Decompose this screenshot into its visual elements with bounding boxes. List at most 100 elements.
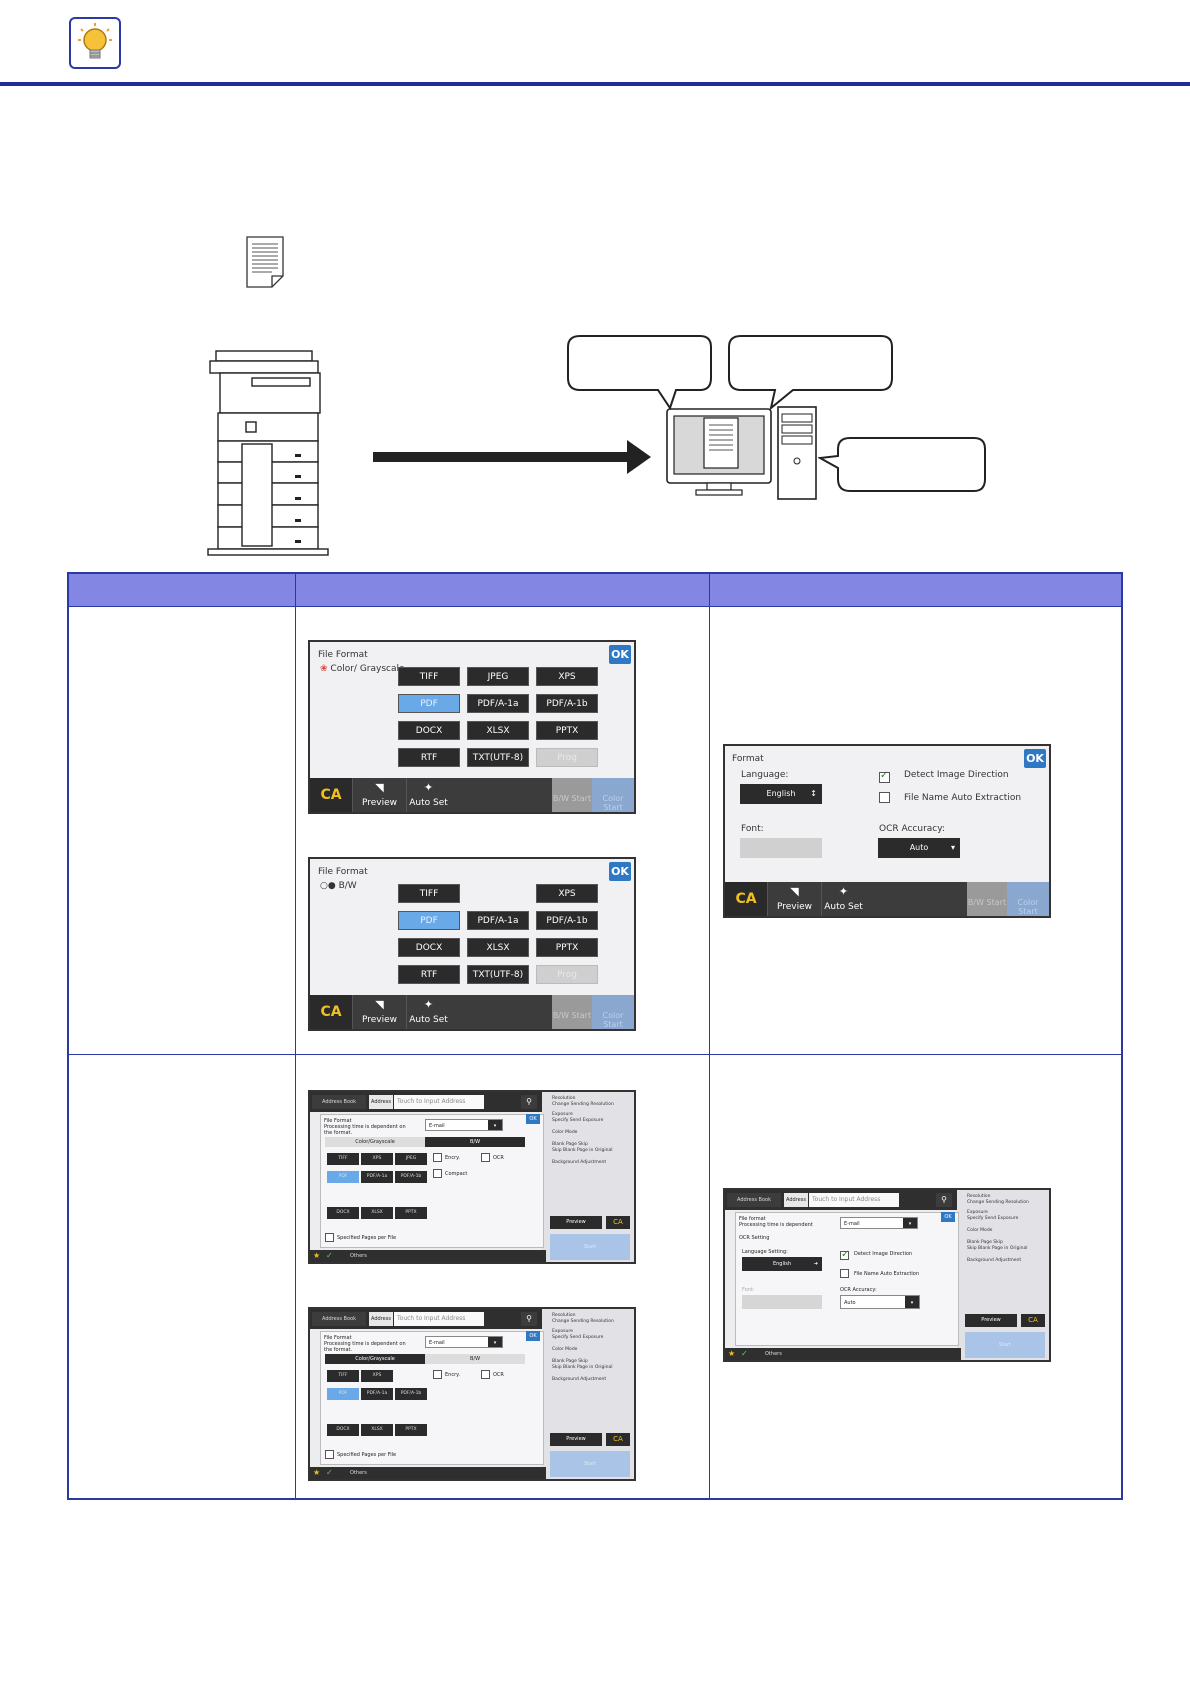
start-button[interactable]: Start bbox=[550, 1234, 630, 1260]
format-pdfa1b-button[interactable]: PDF/A-1b bbox=[536, 694, 598, 713]
ca-button[interactable]: CA bbox=[1021, 1314, 1045, 1327]
ocr-checkbox[interactable] bbox=[481, 1370, 490, 1379]
start-button[interactable]: Start bbox=[550, 1451, 630, 1477]
format-tiff-button[interactable]: TIFF bbox=[398, 667, 460, 686]
format-pptx-button[interactable]: PPTX bbox=[536, 938, 598, 957]
ok-button[interactable]: OK bbox=[1024, 749, 1046, 768]
ca-button[interactable]: CA bbox=[725, 882, 767, 916]
format-pdfa1b-button[interactable]: PDF/A-1b bbox=[536, 911, 598, 930]
preview-button[interactable]: ◥ Preview bbox=[767, 882, 821, 916]
check-icon[interactable]: ✓ bbox=[326, 1251, 333, 1260]
address-input[interactable]: Touch to Input Address bbox=[394, 1312, 484, 1326]
ca-button[interactable]: CA bbox=[606, 1433, 630, 1446]
check-icon[interactable]: ✓ bbox=[326, 1468, 333, 1477]
format-pdfa1a-button[interactable]: PDF/A-1a bbox=[467, 911, 529, 930]
color-start-button[interactable]: Color Start bbox=[592, 995, 634, 1029]
preview-button[interactable]: Preview bbox=[965, 1314, 1017, 1327]
encry-checkbox[interactable] bbox=[433, 1370, 442, 1379]
side-item[interactable]: Background Adjustment bbox=[967, 1258, 1022, 1263]
mini-format-pptx[interactable]: PPTX bbox=[395, 1424, 427, 1436]
format-xps-button[interactable]: XPS bbox=[536, 884, 598, 903]
mini-format-jpeg[interactable]: JPEG bbox=[395, 1153, 427, 1165]
others-button[interactable]: Others bbox=[350, 1253, 367, 1259]
preview-button[interactable]: Preview bbox=[550, 1433, 602, 1446]
mini-format-tiff[interactable]: TIFF bbox=[327, 1370, 359, 1382]
bw-start-button[interactable]: B/W Start bbox=[552, 995, 592, 1029]
bw-start-button[interactable]: B/W Start bbox=[552, 778, 592, 812]
side-item[interactable]: Color Mode bbox=[552, 1130, 578, 1135]
format-txt-button[interactable]: TXT(UTF-8) bbox=[467, 748, 529, 767]
format-xps-button[interactable]: XPS bbox=[536, 667, 598, 686]
ok-button[interactable]: OK bbox=[609, 645, 631, 664]
destination-select[interactable]: E-mail ▾ bbox=[840, 1217, 918, 1229]
language-select[interactable]: English ↕ bbox=[740, 784, 822, 804]
file-name-extraction-checkbox[interactable] bbox=[879, 792, 890, 803]
mini-format-pdf[interactable]: PDF bbox=[327, 1388, 359, 1400]
side-item[interactable]: Exposure bbox=[552, 1329, 573, 1334]
ok-button[interactable]: OK bbox=[526, 1331, 540, 1341]
side-item[interactable]: Resolution bbox=[552, 1313, 576, 1318]
format-pdf-button[interactable]: PDF bbox=[398, 911, 460, 930]
mini-format-tiff[interactable]: TIFF bbox=[327, 1153, 359, 1165]
format-rtf-button[interactable]: RTF bbox=[398, 748, 460, 767]
specified-pages-checkbox[interactable] bbox=[325, 1233, 334, 1242]
ok-button[interactable]: OK bbox=[609, 862, 631, 881]
preview-button[interactable]: ◥ Preview bbox=[352, 995, 406, 1029]
compact-checkbox[interactable] bbox=[433, 1169, 442, 1178]
destination-select[interactable]: E-mail ▾ bbox=[425, 1119, 503, 1131]
address-tab[interactable]: Address bbox=[369, 1095, 393, 1109]
ca-button[interactable]: CA bbox=[310, 778, 352, 812]
detect-direction-checkbox[interactable] bbox=[840, 1249, 849, 1260]
ca-button[interactable]: CA bbox=[606, 1216, 630, 1229]
format-docx-button[interactable]: DOCX bbox=[398, 938, 460, 957]
side-item[interactable]: Blank Page Skip bbox=[552, 1359, 588, 1364]
format-pdf-button[interactable]: PDF bbox=[398, 694, 460, 713]
side-item[interactable]: Blank Page Skip bbox=[552, 1142, 588, 1147]
search-icon[interactable]: ⚲ bbox=[521, 1312, 537, 1326]
color-start-button[interactable]: Color Start bbox=[1007, 882, 1049, 916]
language-select[interactable]: English ➜ bbox=[742, 1257, 822, 1271]
mini-format-docx[interactable]: DOCX bbox=[327, 1424, 359, 1436]
ocr-accuracy-select[interactable]: Auto ▾ bbox=[840, 1295, 920, 1309]
format-txt-button[interactable]: TXT(UTF-8) bbox=[467, 965, 529, 984]
tab-bw[interactable]: B/W bbox=[425, 1137, 525, 1147]
side-item[interactable]: Resolution bbox=[552, 1096, 576, 1101]
mini-format-xps[interactable]: XPS bbox=[361, 1153, 393, 1165]
others-button[interactable]: Others bbox=[765, 1351, 782, 1357]
side-item[interactable]: Color Mode bbox=[967, 1228, 993, 1233]
format-xlsx-button[interactable]: XLSX bbox=[467, 721, 529, 740]
color-start-button[interactable]: Color Start bbox=[592, 778, 634, 812]
address-tab[interactable]: Address bbox=[369, 1312, 393, 1326]
tab-color-grayscale[interactable]: Color/Grayscale bbox=[325, 1354, 425, 1364]
start-button[interactable]: Start bbox=[965, 1332, 1045, 1358]
mini-format-pptx[interactable]: PPTX bbox=[395, 1207, 427, 1219]
check-icon[interactable]: ✓ bbox=[741, 1349, 748, 1358]
format-rtf-button[interactable]: RTF bbox=[398, 965, 460, 984]
ocr-accuracy-select[interactable]: Auto ▾ bbox=[878, 838, 960, 858]
side-item[interactable]: Exposure bbox=[967, 1210, 988, 1215]
auto-set-button[interactable]: ✦ Auto Set bbox=[821, 882, 865, 916]
ca-button[interactable]: CA bbox=[310, 995, 352, 1029]
format-tiff-button[interactable]: TIFF bbox=[398, 884, 460, 903]
star-icon[interactable]: ★ bbox=[313, 1251, 321, 1260]
side-item[interactable]: Background Adjustment bbox=[552, 1377, 607, 1382]
side-item[interactable]: Exposure bbox=[552, 1112, 573, 1117]
star-icon[interactable]: ★ bbox=[313, 1468, 321, 1477]
search-icon[interactable]: ⚲ bbox=[936, 1193, 952, 1207]
mini-format-pdfa1b[interactable]: PDF/A-1b bbox=[395, 1171, 427, 1183]
side-item[interactable]: Color Mode bbox=[552, 1347, 578, 1352]
mini-format-docx[interactable]: DOCX bbox=[327, 1207, 359, 1219]
address-tab[interactable]: Address bbox=[784, 1193, 808, 1207]
address-input[interactable]: Touch to Input Address bbox=[394, 1095, 484, 1109]
ok-button[interactable]: OK bbox=[941, 1212, 955, 1222]
preview-button[interactable]: Preview bbox=[550, 1216, 602, 1229]
specified-pages-checkbox[interactable] bbox=[325, 1450, 334, 1459]
format-xlsx-button[interactable]: XLSX bbox=[467, 938, 529, 957]
tab-color-grayscale[interactable]: Color/Grayscale bbox=[325, 1137, 425, 1147]
preview-button[interactable]: ◥ Preview bbox=[352, 778, 406, 812]
mini-format-xlsx[interactable]: XLSX bbox=[361, 1207, 393, 1219]
mini-format-pdf[interactable]: PDF bbox=[327, 1171, 359, 1183]
side-item[interactable]: Blank Page Skip bbox=[967, 1240, 1003, 1245]
format-jpeg-button[interactable]: JPEG bbox=[467, 667, 529, 686]
format-pdfa1a-button[interactable]: PDF/A-1a bbox=[467, 694, 529, 713]
